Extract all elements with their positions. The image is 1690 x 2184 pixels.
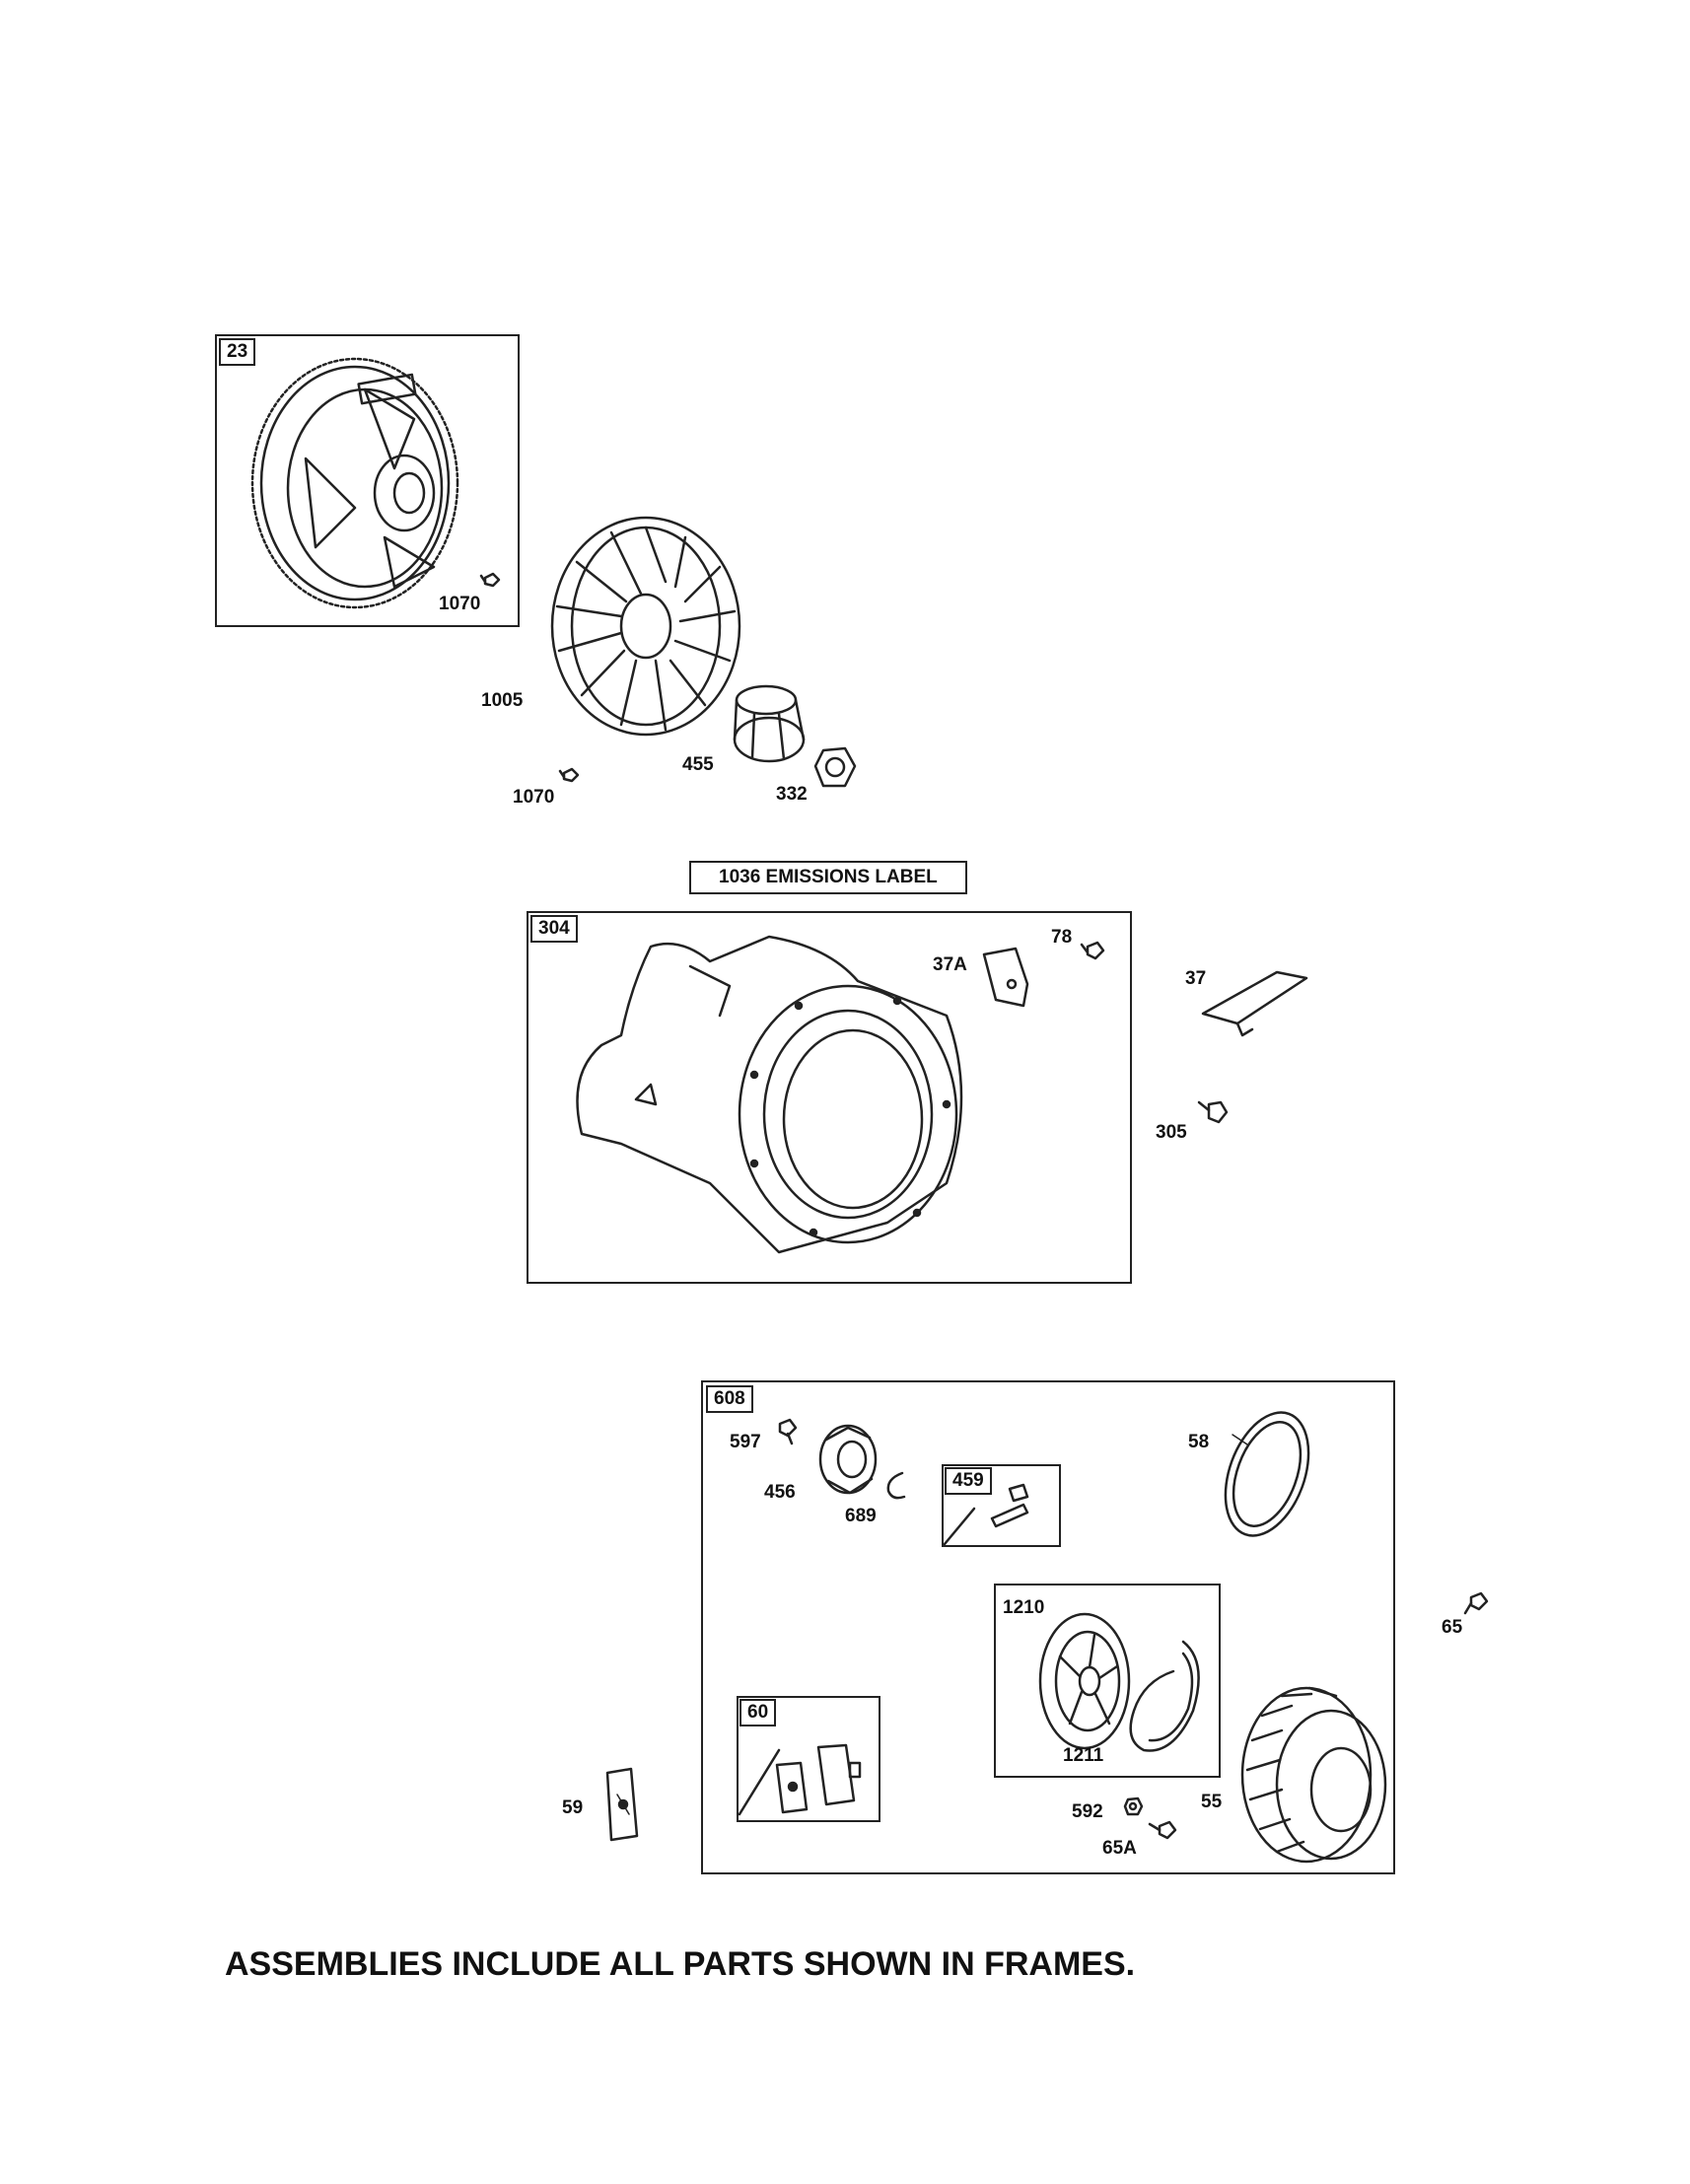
- part-number-65: 65: [1442, 1617, 1463, 1638]
- starter-pulley-drawing: [738, 1743, 862, 1816]
- part-number-597: 597: [730, 1432, 761, 1452]
- part-number-456: 456: [764, 1482, 796, 1503]
- part-number-592: 592: [1072, 1801, 1103, 1822]
- part-number-58: 58: [1188, 1432, 1210, 1452]
- clutch-drawing: [943, 1483, 1029, 1546]
- retaining-ring-icon: [886, 1471, 906, 1500]
- part-number-78: 78: [1051, 927, 1073, 948]
- blower-housing-drawing: [576, 935, 963, 1254]
- rewind-spring-drawing: [1129, 1640, 1200, 1752]
- pulley-drawing: [1038, 1612, 1131, 1750]
- starter-pulley-frame: [737, 1696, 880, 1822]
- part-number-1211: 1211: [1063, 1745, 1104, 1766]
- emissions-label: 1036 EMISSIONS LABEL: [689, 861, 967, 894]
- part-number-1210: 1210: [1003, 1597, 1045, 1618]
- bolt-icon: [479, 572, 501, 588]
- clutch-frame: [942, 1464, 1061, 1547]
- nut-icon: [813, 746, 857, 788]
- housing-frame: [527, 911, 1132, 1284]
- bolt-icon: [1148, 1820, 1177, 1840]
- spring-drawing: [1224, 1411, 1310, 1537]
- starter-housing-drawing: [1240, 1686, 1387, 1864]
- housing-frame-tag: 304: [530, 915, 578, 943]
- part-number-1070-b: 1070: [513, 787, 555, 808]
- pulley-frame: [994, 1584, 1221, 1778]
- flywheel-frame: [215, 334, 520, 627]
- starter-frame-tag: 608: [706, 1385, 753, 1413]
- part-number-332: 332: [776, 784, 808, 805]
- bolt-icon: [558, 767, 580, 783]
- part-number-455: 455: [682, 754, 714, 775]
- flywheel-drawing: [250, 357, 459, 609]
- part-number-1070-a: 1070: [439, 594, 481, 614]
- clutch-frame-tag: 459: [945, 1467, 992, 1495]
- bolt-icon: [778, 1418, 798, 1445]
- part-number-59: 59: [562, 1797, 584, 1818]
- part-number-37a: 37A: [933, 954, 967, 975]
- part-number-1005: 1005: [481, 690, 524, 711]
- nut-icon: [1123, 1797, 1144, 1816]
- handle-drawing: [605, 1767, 639, 1842]
- screw-icon: [1197, 1100, 1229, 1124]
- part-number-37: 37: [1185, 968, 1207, 989]
- part-number-689: 689: [845, 1506, 877, 1526]
- plate-drawing: [982, 947, 1029, 1008]
- flywheel-frame-tag: 23: [219, 338, 256, 366]
- part-number-305: 305: [1156, 1122, 1187, 1143]
- screw-icon: [1080, 941, 1105, 960]
- assemblies-note: ASSEMBLIES INCLUDE ALL PARTS SHOWN IN FR…: [225, 1945, 1136, 1983]
- cover-drawing: [1201, 970, 1308, 1037]
- starter-frame: [701, 1380, 1395, 1874]
- part-number-55: 55: [1201, 1792, 1223, 1812]
- cup-drawing: [733, 684, 806, 763]
- starter-pulley-frame-tag: 60: [739, 1699, 777, 1726]
- ratchet-drawing: [818, 1424, 878, 1495]
- part-number-65a: 65A: [1102, 1838, 1137, 1859]
- fan-drawing: [550, 516, 741, 737]
- bolt-icon: [1463, 1591, 1489, 1615]
